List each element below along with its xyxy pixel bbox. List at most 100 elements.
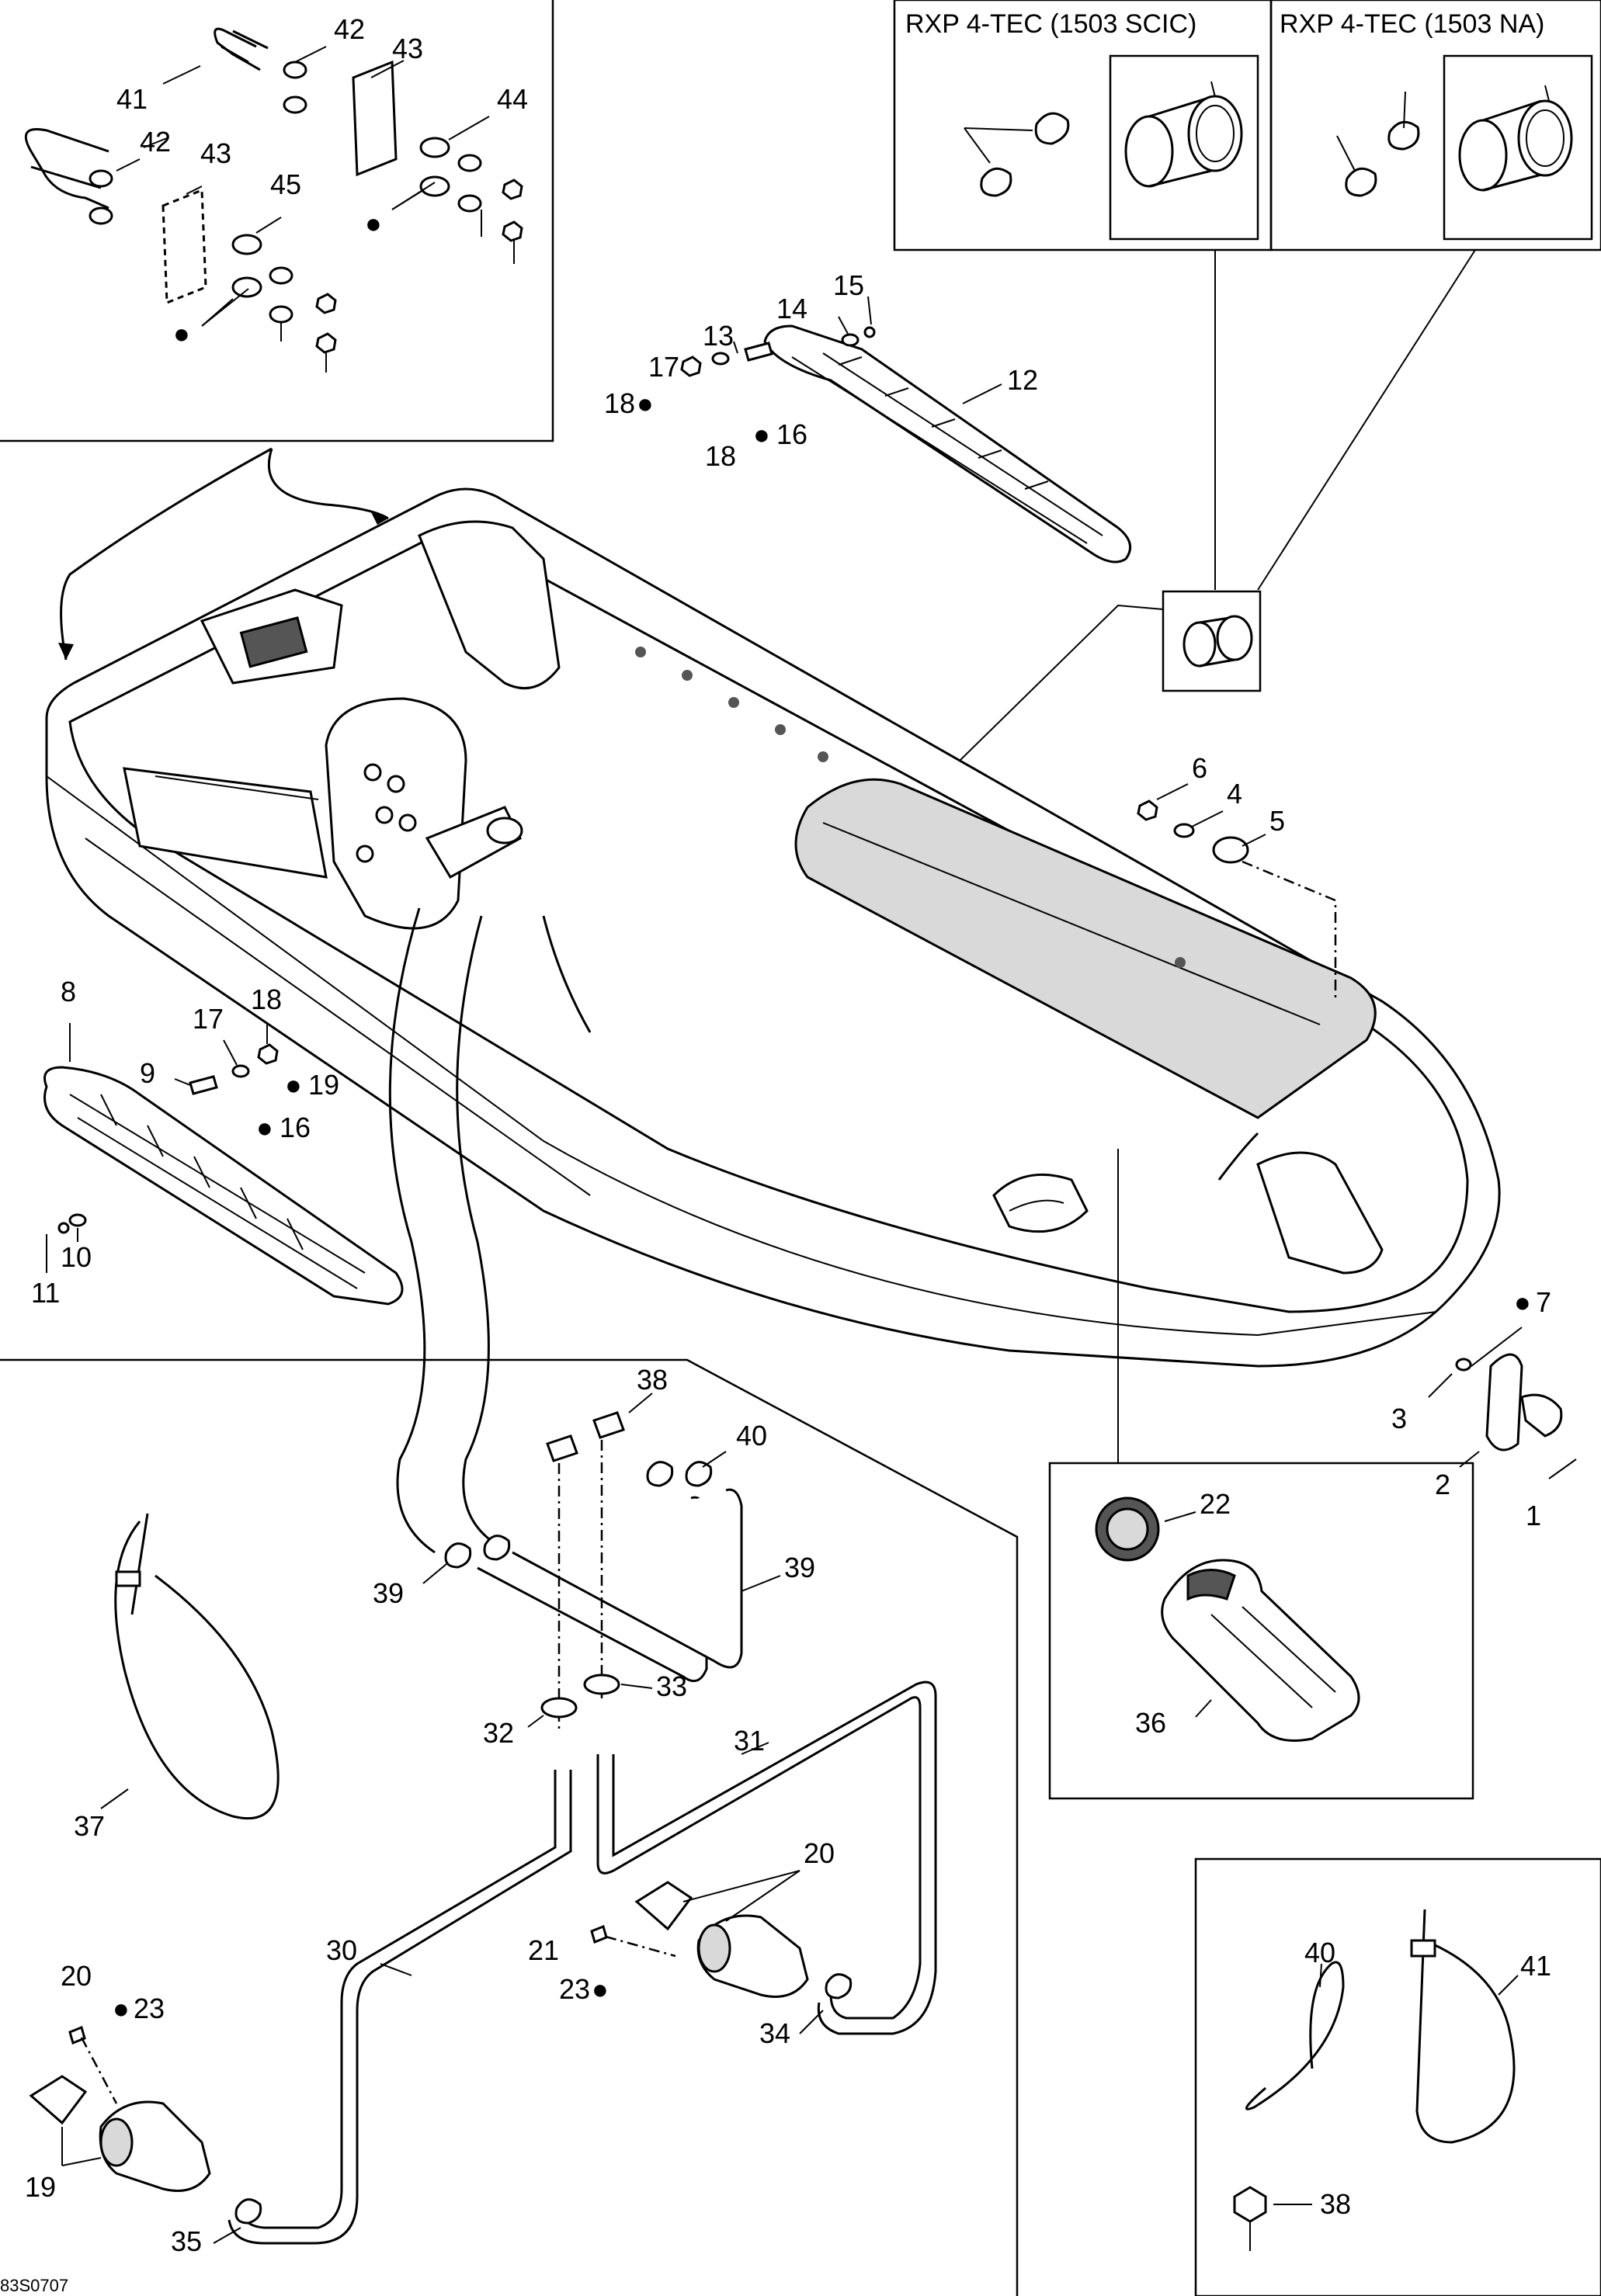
callout-6: 6 — [1192, 752, 1207, 784]
cable-tie-35 — [1245, 1961, 1345, 2110]
callout-3: 3 — [1391, 1403, 1407, 1434]
variant-leader — [1257, 249, 1476, 591]
tow-hook-inset: 41 42 43 44 ● 42 43 45 ● — [0, 0, 554, 442]
backing-plate-upper — [352, 60, 398, 177]
cable-tie-36 — [1415, 1909, 1516, 2144]
callout-29: 37 — [74, 1810, 105, 1842]
bow-storage — [1256, 1151, 1384, 1275]
callout-36: 41 — [1520, 1950, 1551, 1982]
callout-23: 23 — [559, 1973, 590, 2005]
callout-37: 41 — [116, 83, 148, 115]
callout-27: 39 — [784, 1552, 815, 1583]
drop-icon: ● — [637, 387, 654, 419]
grab-handle-12: 12 15 14 13 17 18 ● ● 16 18 — [604, 269, 1132, 564]
callout-40: 44 — [497, 83, 528, 115]
callout-19: 18 — [604, 387, 635, 419]
washer-38b — [283, 95, 307, 114]
u-bolt-upper — [214, 27, 269, 71]
washer-40b — [419, 175, 450, 197]
hose-24b — [596, 1696, 922, 2020]
variant-box-na — [1269, 0, 1601, 251]
variant-label-na: RXP 4-TEC (1503 NA) — [1280, 9, 1544, 39]
callout-30: 36 — [1135, 1707, 1166, 1739]
hull-body — [45, 487, 1501, 1368]
nut-42c — [315, 293, 337, 314]
nut-42a — [502, 179, 523, 200]
washer-40d — [231, 276, 262, 298]
variant-label-scic: RXP 4-TEC (1503 SCIC) — [905, 9, 1196, 39]
hose-24a — [239, 1770, 557, 2229]
callout-9: 9 — [140, 1057, 155, 1089]
cable-tie-29 — [114, 1521, 280, 1820]
callout-14: 14 — [776, 293, 807, 324]
clamp-33a — [1034, 112, 1070, 145]
inlet-box-border — [1048, 1462, 1474, 1800]
vent-hose-section: 39 40 39 38 32 33 31 30 — [0, 907, 1019, 2296]
callout-34: 38 — [1320, 2188, 1351, 2220]
nut-42d — [315, 332, 337, 354]
cable-tie-box — [1194, 1857, 1601, 2296]
callout-28: 39 — [373, 1577, 404, 1609]
callout-2: 2 — [1435, 1469, 1450, 1500]
inset-pointer — [60, 447, 389, 661]
nut-18 — [680, 355, 702, 377]
callout-24: 30 — [326, 1934, 357, 1966]
reference-code: 83S0707 — [0, 2276, 68, 2295]
clamp-31 — [1387, 120, 1420, 151]
callout-25: 32 — [483, 1717, 514, 1749]
screw-34 — [1233, 2186, 1267, 2223]
callout-38: 42 — [140, 126, 171, 158]
callout-15: 15 — [833, 269, 864, 301]
washer-38d — [89, 206, 113, 225]
inset-border — [0, 0, 554, 442]
washer-41c — [269, 266, 293, 285]
callout-4: 4 — [1227, 778, 1242, 810]
washer-38a — [283, 61, 307, 79]
drop-icon: ● — [113, 1993, 130, 2024]
callout-17: 17 — [648, 351, 679, 383]
callout-8: 8 — [61, 976, 76, 1008]
washer-41a — [457, 154, 482, 172]
callout-10: 10 — [61, 1241, 92, 1273]
backing-plate-lower — [161, 188, 207, 305]
inlet-box: 22 36 — [1048, 1149, 1474, 1800]
washer-38c — [89, 169, 113, 188]
callout-7: 7 — [1536, 1286, 1551, 1318]
callout-22: 22 — [1200, 1488, 1231, 1520]
fitting-4-5-6: 6 4 5 — [1137, 752, 1337, 1001]
hose-27b — [512, 1488, 743, 1669]
callout-16: 16 — [776, 418, 807, 450]
washer-41d — [269, 305, 293, 324]
cable-tie-inset: 40 41 38 — [1194, 1857, 1601, 2296]
drop-icon: ● — [365, 207, 382, 239]
callout-38: 42 — [334, 13, 365, 45]
variant-inset-scic: RXP 4-TEC (1503 SCIC) — [893, 0, 1273, 251]
callout-23: 23 — [134, 1993, 165, 2024]
vent-section-border — [0, 1358, 1019, 2296]
washer-40a — [419, 137, 450, 158]
callout-40: 45 — [270, 168, 301, 200]
callout-35: 40 — [1304, 1937, 1335, 1968]
callout-25: 33 — [656, 1670, 687, 1702]
sponson — [43, 1066, 404, 1306]
rear-console — [418, 520, 561, 690]
bolt-13 — [744, 342, 773, 362]
callout-25: 35 — [171, 2225, 202, 2257]
grab-handle — [763, 324, 1132, 564]
callout-25: 34 — [759, 2017, 790, 2049]
steering-pedestal — [325, 697, 467, 930]
sponson-8: 8 9 17 18 ● 19 ● 16 10 11 — [31, 976, 404, 1309]
callout-18: 18 — [705, 440, 736, 472]
callout-16: 16 — [280, 1112, 311, 1143]
callout-39: 43 — [200, 137, 231, 169]
inlet-housing-30 — [1161, 1559, 1360, 1742]
sleeve-box-44 — [1109, 54, 1259, 241]
callout-21: 21 — [528, 1934, 559, 1966]
hose-main — [388, 907, 436, 1554]
drain-plug-1-2-3: ● 7 3 2 1 — [1391, 1286, 1577, 1531]
callout-12: 12 — [1007, 364, 1038, 396]
sleeve-box-small — [1162, 590, 1262, 692]
clamp-32 — [1345, 167, 1377, 197]
variant-inset-na: RXP 4-TEC (1503 NA) — [1269, 0, 1601, 251]
